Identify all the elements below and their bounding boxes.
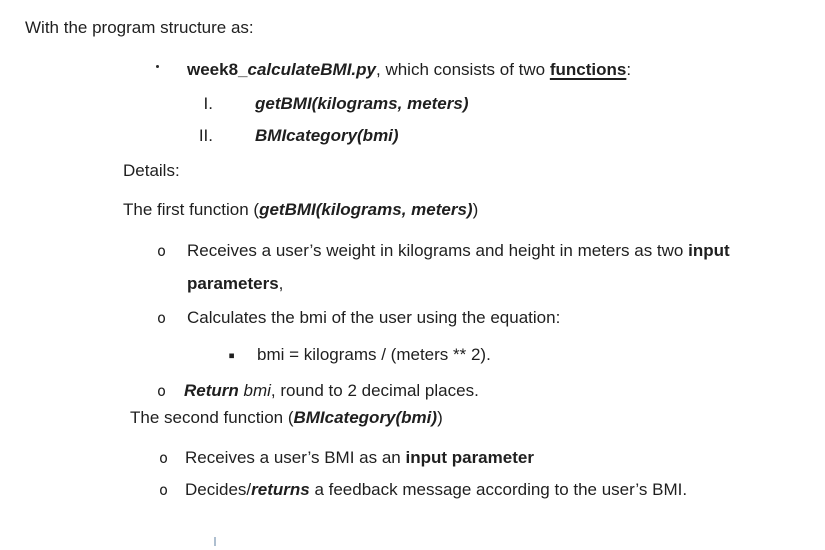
return-bmi-word: bmi (238, 381, 271, 400)
return-rest-text: , round to 2 decimal places. (270, 381, 479, 400)
roman-item-1: I. getBMI(kilograms, meters) (195, 92, 469, 116)
first-function-line: The first function (getBMI(kilograms, me… (123, 198, 478, 222)
bullet-decides: o Decides/returns a feedback message acco… (159, 478, 687, 502)
details-heading-text: Details: (123, 161, 180, 180)
file-name-prefix: week8_ (187, 60, 248, 79)
roman-numeral-1: I. (203, 94, 213, 113)
receives-bmi-text: Receives a user’s BMI as an (185, 448, 406, 467)
bullet-calculates: o Calculates the bmi of the user using th… (157, 306, 560, 330)
text-cursor (214, 537, 216, 546)
first-function-name: getBMI(kilograms, meters) (259, 200, 473, 219)
intro-line: With the program structure as: (25, 16, 254, 40)
second-function-prefix: The second function ( (130, 408, 294, 427)
returns-word: returns (251, 480, 310, 499)
circle-bullet-icon: o (159, 449, 169, 467)
receives-weight-text: Receives a user’s weight in kilograms an… (187, 241, 689, 260)
parameters-comma: , (278, 274, 284, 293)
circle-bullet-icon: o (157, 382, 167, 400)
second-function-name: BMIcategory(bmi) (293, 408, 438, 427)
file-line-colon: : (626, 60, 632, 79)
file-bullet-line: week8_calculateBMI.py, which consists of… (187, 58, 631, 82)
input-parameter-bold: input parameter (405, 448, 534, 467)
decides-rest-text: a feedback message according to the user… (309, 480, 688, 499)
intro-text: With the program structure as: (25, 18, 254, 37)
circle-bullet-icon: o (157, 309, 167, 327)
bullet-return: o Return bmi, round to 2 decimal places. (157, 379, 479, 403)
function-signature-2: BMIcategory(bmi) (255, 126, 399, 145)
file-line-middle: , which consists of two (376, 60, 550, 79)
first-function-suffix: ) (472, 200, 479, 219)
bullet-receives-bmi: o Receives a user’s BMI as an input param… (159, 446, 534, 470)
second-function-suffix: ) (437, 408, 443, 427)
bullet-receives-weight: o Receives a user’s weight in kilograms a… (157, 239, 730, 263)
return-word: Return (184, 381, 239, 400)
parameters-word-bold: parameters (187, 274, 279, 293)
roman-item-2: II. BMIcategory(bmi) (195, 124, 399, 148)
square-bullet-icon: ▪ (228, 348, 236, 362)
roman-numeral-2: II. (198, 126, 213, 145)
details-heading: Details: (123, 159, 180, 183)
function-signature-1: getBMI(kilograms, meters) (255, 94, 469, 113)
second-function-line: The second function (BMIcategory(bmi)) (130, 406, 443, 430)
bullet-dot-icon (156, 65, 159, 68)
first-function-prefix: The first function ( (123, 200, 260, 219)
circle-bullet-icon: o (159, 481, 169, 499)
equation-text: bmi = kilograms / (meters ** 2). (257, 345, 491, 364)
bullet-equation: ▪ bmi = kilograms / (meters ** 2). (228, 343, 491, 367)
functions-word: functions (549, 60, 627, 79)
circle-bullet-icon: o (157, 242, 167, 260)
decides-prefix-text: Decides/ (185, 480, 252, 499)
calculates-text: Calculates the bmi of the user using the… (187, 308, 561, 327)
input-word-bold: input (688, 241, 730, 260)
file-name: calculateBMI.py (247, 60, 377, 79)
bullet-receives-weight-wrap: parameters, (187, 272, 283, 296)
